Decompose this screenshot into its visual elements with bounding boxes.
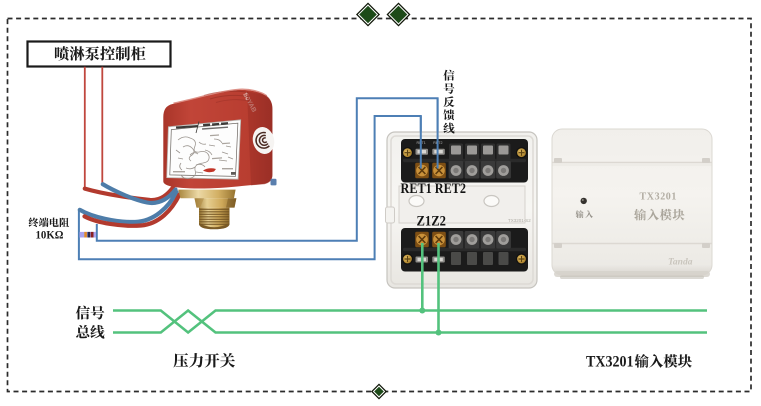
svg-text:10KΩ: 10KΩ — [36, 229, 64, 241]
svg-text:RET1 RET2: RET1 RET2 — [401, 181, 467, 197]
svg-text:TX3201: TX3201 — [586, 353, 634, 370]
svg-text:TX3201: TX3201 — [640, 192, 678, 203]
svg-text:TX3201-S2: TX3201-S2 — [508, 218, 531, 223]
svg-text:Z1Z2: Z1Z2 — [417, 214, 447, 230]
svg-text:Tanda: Tanda — [668, 258, 693, 268]
